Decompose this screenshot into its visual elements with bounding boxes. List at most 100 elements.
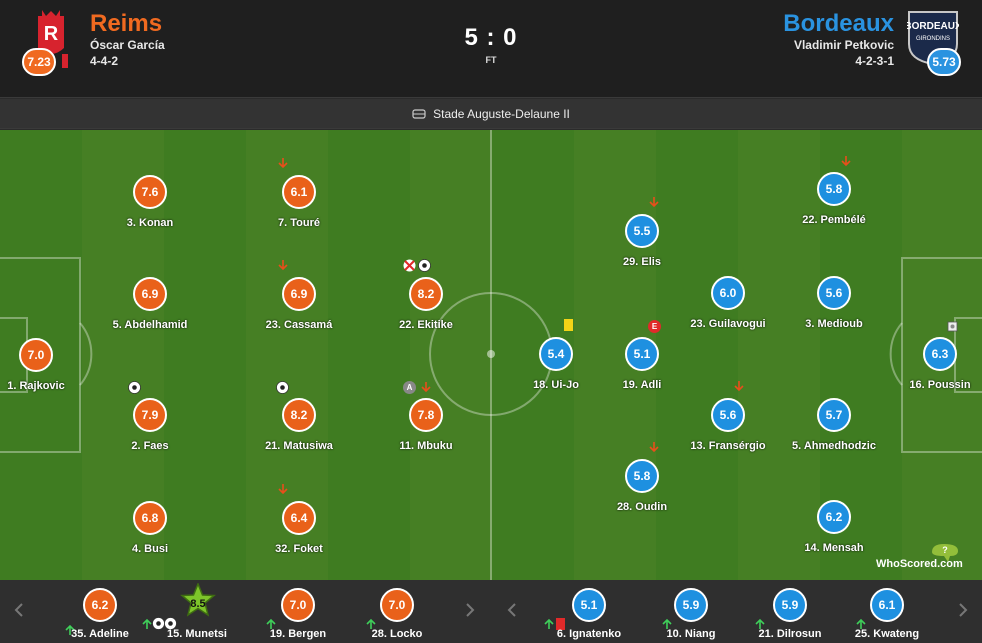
star-icon — [180, 583, 216, 617]
player-name: 23. Cassamá — [265, 319, 333, 331]
player-rating: 5.4 — [539, 337, 573, 371]
player-rating: 6.9 — [133, 277, 167, 311]
player-name: 16. Poussin — [909, 379, 971, 391]
player-name: 14. Mensah — [804, 542, 864, 554]
gloves-icon — [947, 321, 958, 332]
sub-rating: 7.0 — [380, 588, 414, 622]
sub-rating: 5.1 — [572, 588, 606, 622]
player-name: 19. Adli — [622, 379, 662, 391]
player-name: 3. Medioub — [805, 318, 863, 330]
home-formation: 4-4-2 — [90, 54, 119, 68]
arrow-up-icon — [662, 618, 672, 629]
home-team-name[interactable]: Reims — [90, 10, 163, 37]
sub-name: 25. Kwateng — [854, 628, 920, 640]
arrow-down-icon — [278, 484, 288, 495]
player-rating: 5.8 — [625, 459, 659, 493]
arrow-down-icon — [649, 442, 659, 453]
player-rating: 7.0 — [19, 338, 53, 372]
arrow-up-icon — [856, 618, 866, 629]
player-rating: 5.6 — [711, 398, 745, 432]
sub-name: 15. Munetsi — [167, 628, 227, 640]
match-status: FT — [485, 55, 497, 65]
whoscored-logo: ? WhoScored.com — [876, 542, 976, 572]
player-rating: 6.2 — [817, 500, 851, 534]
player-rating: 6.9 — [282, 277, 316, 311]
yellow-card-icon — [564, 319, 573, 331]
player-name: 22. Ekitike — [399, 319, 453, 331]
chevron-right-icon[interactable] — [958, 603, 968, 617]
error-badge: E — [648, 320, 661, 333]
arrow-up-icon — [65, 624, 75, 635]
player-name: 22. Pembélé — [802, 214, 866, 226]
player-name: 3. Konan — [126, 217, 174, 229]
player-name: 7. Touré — [278, 217, 320, 229]
player-name: 13. Fransérgio — [690, 440, 766, 452]
red-card-icon — [556, 618, 565, 630]
chevron-left-icon[interactable] — [14, 603, 24, 617]
bordeaux-crest-label: BORDEAUX — [907, 21, 959, 32]
arrow-up-icon — [544, 618, 554, 629]
arrow-up-icon — [266, 618, 276, 629]
arrow-down-icon — [421, 382, 431, 393]
away-formation: 4-2-3-1 — [855, 54, 894, 68]
whoscored-text: WhoScored.com — [876, 558, 963, 570]
player-name: 32. Foket — [275, 543, 323, 555]
match-score: 5 : 0 — [464, 24, 518, 51]
stadium-icon — [412, 108, 426, 119]
away-team-rating: 5.73 — [927, 48, 961, 76]
ball-icon — [128, 381, 141, 394]
player-name: 28. Oudin — [616, 501, 668, 513]
player-rating: 7.8 — [409, 398, 443, 432]
sub-name: 10. Niang — [666, 628, 716, 640]
reims-crest-icon[interactable]: R — [30, 8, 72, 70]
pitch: 7.6 3. Konan 6.1 7. Touré 6.9 5. Abdelha… — [0, 130, 982, 580]
bordeaux-crest-sublabel: GIRONDINS — [916, 36, 950, 42]
sub-name: 21. Dilrosun — [758, 628, 822, 640]
ball-icon — [164, 617, 177, 630]
sub-name: 28. Locko — [371, 628, 423, 640]
player-name: 18. Ui-Jo — [533, 379, 579, 391]
player-rating: 6.0 — [711, 276, 745, 310]
arrow-up-icon — [755, 618, 765, 629]
chevron-left-icon[interactable] — [507, 603, 517, 617]
player-rating: 6.3 — [923, 337, 957, 371]
player-rating: 5.5 — [625, 214, 659, 248]
sub-rating: 5.9 — [773, 588, 807, 622]
player-rating: 7.9 — [133, 398, 167, 432]
player-rating: 5.8 — [817, 172, 851, 206]
home-team-rating: 7.23 — [22, 48, 56, 76]
player-rating: 7.6 — [133, 175, 167, 209]
sub-rating: 6.2 — [83, 588, 117, 622]
player-rating: 6.4 — [282, 501, 316, 535]
match-header: R 7.23 Reims Óscar García 4-4-2 5 : 0 FT… — [0, 0, 982, 98]
arrow-down-icon — [278, 260, 288, 271]
player-name: 2. Faes — [131, 440, 169, 452]
player-name: 11. Mbuku — [399, 440, 453, 452]
player-rating: 5.1 — [625, 337, 659, 371]
svg-text:R: R — [44, 23, 59, 45]
away-team-name[interactable]: Bordeaux — [783, 10, 894, 37]
venue-name: Stade Auguste-Delaune II — [433, 106, 570, 121]
arrow-down-icon — [841, 156, 851, 167]
player-rating: 8.2 — [282, 398, 316, 432]
venue-bar: Stade Auguste-Delaune II — [0, 99, 982, 129]
substitutes-bar: 6.2 35. Adeline 8.5 15. Munetsi 7.0 19. … — [0, 580, 982, 643]
whoscored-icon: ? — [932, 544, 958, 562]
chevron-right-icon[interactable] — [465, 603, 475, 617]
arrow-down-icon — [734, 381, 744, 392]
player-name: 29. Elis — [623, 256, 661, 268]
player-name: 5. Ahmedhodzic — [792, 440, 876, 452]
player-rating: 6.8 — [133, 501, 167, 535]
player-name: 21. Matusiwa — [265, 440, 333, 452]
player-rating: 8.2 — [409, 277, 443, 311]
player-rating: 5.6 — [817, 276, 851, 310]
ball-icon — [276, 381, 289, 394]
sub-rating: 5.9 — [674, 588, 708, 622]
assist-badge: A — [403, 381, 416, 394]
sub-name: 6. Ignatenko — [556, 628, 622, 640]
player-name: 4. Busi — [131, 543, 169, 555]
away-manager: Vladimir Petkovic — [793, 38, 894, 52]
arrow-up-icon — [366, 618, 376, 629]
own-goal-icon — [403, 259, 416, 272]
arrow-down-icon — [278, 158, 288, 169]
